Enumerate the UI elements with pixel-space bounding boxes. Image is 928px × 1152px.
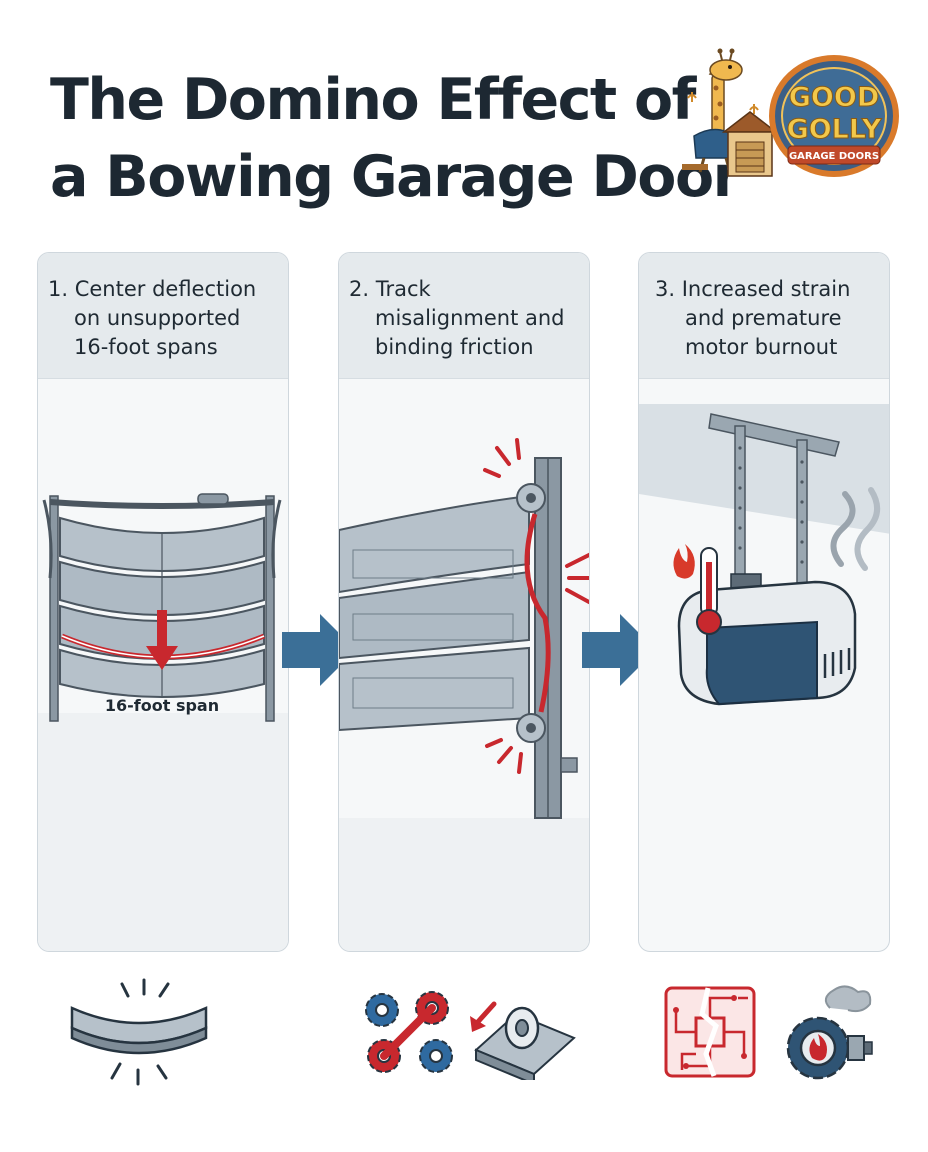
logo-word-good: GOOD xyxy=(789,82,879,113)
motor-burnout-illustration xyxy=(639,404,889,706)
step-2-header xyxy=(339,253,589,379)
step-2-line-3: binding friction xyxy=(375,335,534,359)
flow-arrow-2 xyxy=(582,614,656,686)
logo-tagline: GARAGE DOORS xyxy=(789,151,879,162)
step-panel-2: 2. Track misalignment and binding fricti… xyxy=(338,252,590,952)
step-2-line-2: misalignment and xyxy=(375,306,565,330)
track-roller-icon xyxy=(470,1001,576,1080)
bent-beam-icon xyxy=(70,978,208,1086)
garage-house-icon xyxy=(721,111,779,177)
step-3-line-2: and premature xyxy=(685,306,842,330)
step-2-caption: 2. Track misalignment and binding fricti… xyxy=(349,275,565,362)
good-golly-logo: GOOD GOLLY GARAGE DOORS xyxy=(682,48,899,177)
track-binding-illustration xyxy=(339,438,589,951)
step-1-header xyxy=(38,253,288,379)
step-3-line-1: 3. Increased strain xyxy=(655,277,851,301)
title-line-2: a Bowing Garage Door xyxy=(50,144,741,210)
step-3-header xyxy=(639,253,889,379)
flow-arrow-1 xyxy=(282,614,356,686)
step-2-line-1: 2. Track xyxy=(349,277,431,301)
overheating-motor-icon xyxy=(786,985,873,1080)
gears-linkage-icon xyxy=(365,991,453,1073)
bowing-door-illustration: 16-foot span xyxy=(38,493,288,951)
logo-word-golly: GOLLY xyxy=(787,114,882,145)
step-1-line-1: 1. Center deflection xyxy=(48,277,257,301)
span-label: 16-foot span xyxy=(105,696,219,715)
step-1-caption: 1. Center deflection on unsupported 16-f… xyxy=(48,275,256,362)
step-panel-3: 3. Increased strain and premature motor … xyxy=(638,252,890,952)
step-1-line-3: 16-foot spans xyxy=(74,335,218,359)
step-3-line-3: motor burnout xyxy=(685,335,838,359)
step-panel-1: 1. Center deflection on unsupported 16-f… xyxy=(37,252,289,952)
step-1-line-2: on unsupported xyxy=(74,306,241,330)
title-line-1: The Domino Effect of xyxy=(50,67,696,133)
circuit-board-icon xyxy=(664,986,756,1078)
step-3-caption: 3. Increased strain and premature motor … xyxy=(655,275,850,362)
page-title: The Domino Effect of a Bowing Garage Doo… xyxy=(50,62,741,216)
